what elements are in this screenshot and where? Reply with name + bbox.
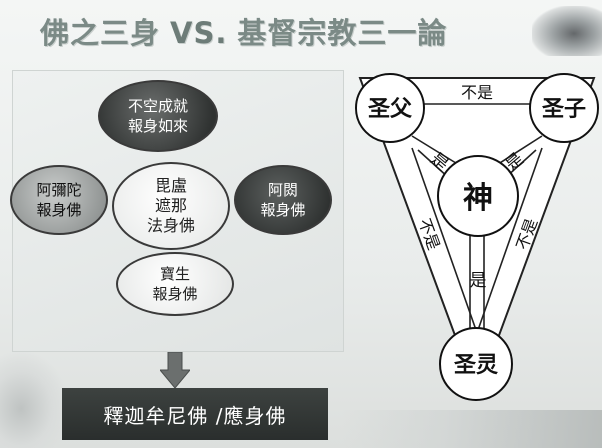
son-node — [529, 73, 599, 143]
slide-title: 佛之三身 VS. 基督宗教三一論 — [40, 10, 550, 50]
son-label: 圣子 — [542, 97, 586, 122]
buddha-node-bottom: 寶生 報身佛 — [116, 252, 234, 316]
spirit-label: 圣灵 — [454, 353, 498, 378]
down-arrow-icon — [160, 352, 190, 388]
band-right-inner — [477, 147, 543, 331]
god-label: 神 — [463, 181, 493, 216]
decorative-image — [532, 6, 602, 56]
buddha-node-center: 毘盧 遮那 法身佛 — [112, 162, 230, 250]
result-label: 釋迦牟尼佛 /應身佛 — [103, 403, 287, 428]
band-left-inner — [411, 147, 477, 331]
buddha-node-right: 阿閦 報身佛 — [234, 165, 332, 235]
edge-label-spirit-god: 是 — [470, 271, 487, 291]
title-buddha-part: 佛之三身 — [40, 16, 161, 50]
trinity-diagram: 圣父 圣子 神 圣灵 不是 是 是 是 不是 不是 — [355, 73, 599, 401]
spirit-node — [439, 327, 513, 401]
title-vs: VS. — [170, 16, 228, 50]
decorative-image — [0, 350, 70, 448]
father-node — [355, 73, 425, 143]
result-box: 釋迦牟尼佛 /應身佛 — [62, 388, 328, 440]
decorative-image — [342, 410, 602, 448]
god-node — [437, 155, 519, 237]
buddha-node-top: 不空成就 報身如來 — [98, 80, 218, 152]
buddha-node-left: 阿彌陀 報身佛 — [10, 165, 108, 235]
father-label: 圣父 — [368, 97, 413, 122]
title-christian-part: 基督宗教三一論 — [237, 16, 448, 50]
edge-label-father-son: 不是 — [461, 83, 493, 102]
